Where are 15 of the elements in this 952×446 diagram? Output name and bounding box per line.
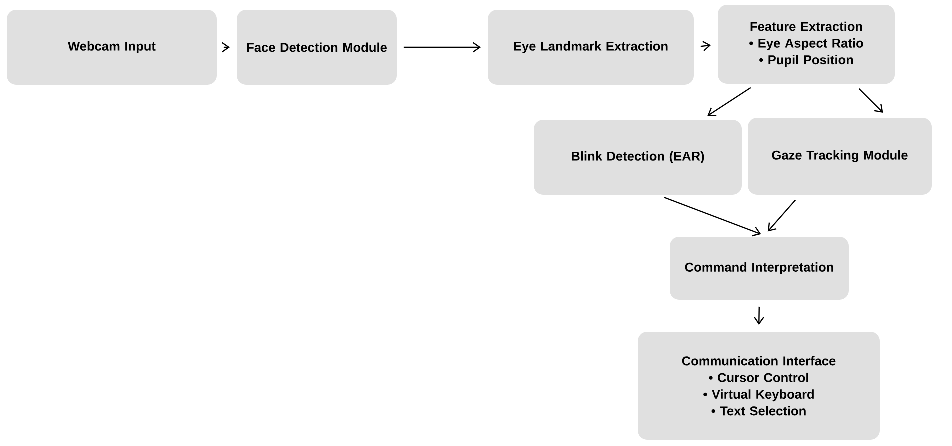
- process-box: Communication Interface • Cursor Control • Virtual Keyboard • Text Selection: [638, 332, 880, 440]
- process-box: Webcam Input: [7, 10, 217, 85]
- process-box: Command Interpretation: [670, 237, 849, 300]
- arrow: [754, 306, 764, 326]
- arrow: [768, 200, 796, 232]
- arrow: [404, 42, 482, 53]
- process-box: Feature Extraction • Eye Aspect Ratio • Pupil Position: [718, 5, 896, 84]
- process-box: Gaze Tracking Module: [748, 118, 932, 195]
- arrow: [664, 197, 762, 237]
- arrow: [858, 88, 884, 114]
- arrow: [700, 41, 712, 52]
- process-box: Blink Detection (EAR): [534, 120, 742, 195]
- process-box: Eye Landmark Extraction: [488, 10, 694, 85]
- process-box: Face Detection Module: [237, 10, 397, 85]
- arrow: [708, 87, 752, 116]
